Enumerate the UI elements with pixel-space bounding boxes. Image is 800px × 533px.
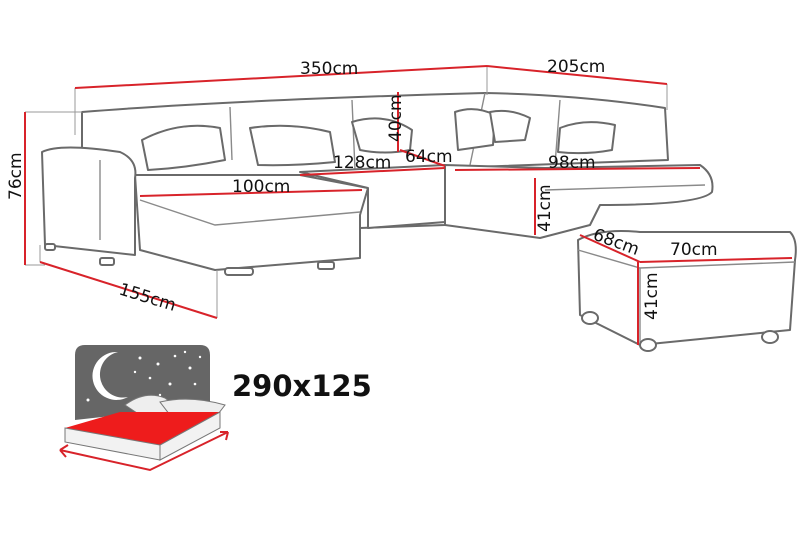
dim-line-64 (399, 149, 446, 167)
label-height: 76cm (6, 152, 26, 200)
dim-line-70 (639, 257, 793, 263)
dim-line-128 (299, 167, 446, 176)
dim-line-350 (74, 65, 488, 89)
dim-line-155 (39, 261, 218, 319)
dim-line-68 (579, 234, 641, 263)
dim-line-98 (454, 167, 701, 171)
label-right-depth: 205cm (547, 57, 605, 77)
bed-size-label: 290x125 (232, 369, 372, 403)
dimension-lines (24, 65, 793, 345)
dim-line-100 (139, 189, 363, 197)
label-middle-seat: 128cm (333, 153, 391, 173)
label-ottoman-width: 70cm (670, 240, 718, 260)
label-back-height: 40cm (386, 94, 406, 142)
dim-line-205 (486, 65, 668, 85)
label-chaise-length: 155cm (117, 280, 179, 316)
extension-lines (25, 66, 668, 318)
bed-night-icon (59, 345, 229, 472)
label-ottoman-height: 41cm (642, 272, 662, 320)
label-chaise-seat: 100cm (232, 177, 290, 197)
label-corner-depth: 64cm (405, 147, 453, 167)
label-right-seat-height: 41cm (535, 184, 555, 232)
sofa-drawing (41, 92, 797, 352)
label-total-width: 350cm (300, 59, 358, 79)
label-right-seat: 98cm (548, 153, 596, 173)
